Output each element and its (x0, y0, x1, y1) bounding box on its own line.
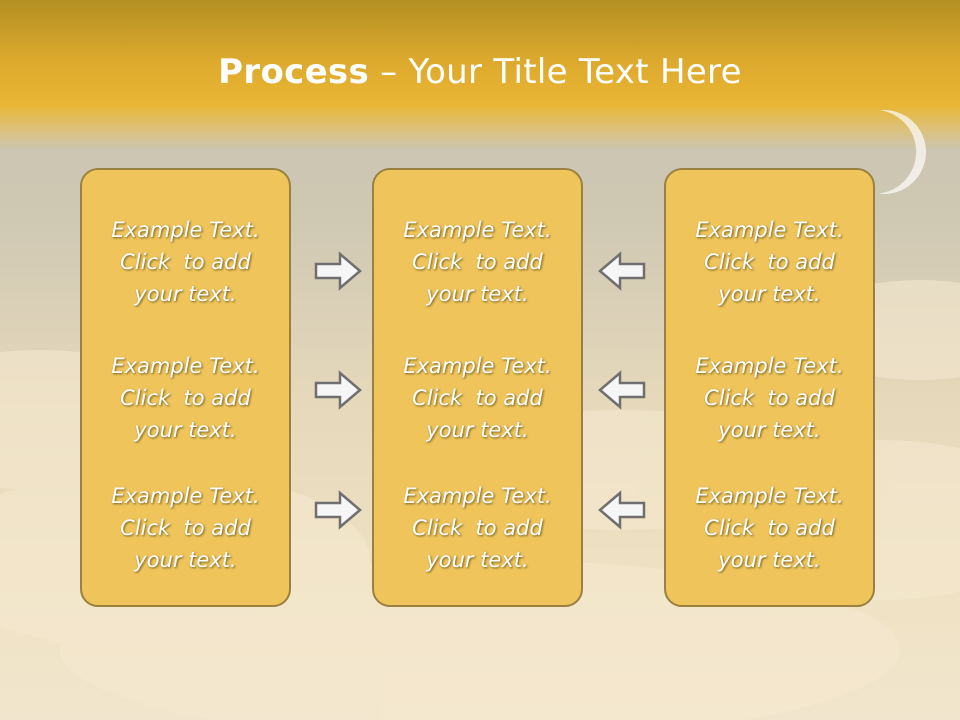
text-line: Click to add (412, 516, 543, 540)
text-line: Click to add (412, 386, 543, 410)
text-line: Example Text. (403, 354, 552, 378)
text-line: Example Text. (111, 484, 260, 508)
text-placeholder[interactable]: Example Text. Click to add your text. (82, 214, 289, 310)
process-box-center[interactable]: Example Text. Click to add your text. Ex… (372, 168, 583, 607)
arrow-left-icon[interactable] (598, 251, 646, 291)
text-line: your text. (718, 548, 821, 572)
text-line: your text. (718, 282, 821, 306)
text-line: Example Text. (111, 354, 260, 378)
slide-title[interactable]: Process – Your Title Text Here (0, 52, 960, 92)
text-placeholder[interactable]: Example Text. Click to add your text. (374, 214, 581, 310)
text-line: your text. (134, 418, 237, 442)
text-placeholder[interactable]: Example Text. Click to add your text. (374, 350, 581, 446)
text-line: Example Text. (695, 218, 844, 242)
text-line: Example Text. (111, 218, 260, 242)
text-placeholder[interactable]: Example Text. Click to add your text. (82, 480, 289, 576)
text-line: your text. (426, 282, 529, 306)
text-line: Click to add (412, 250, 543, 274)
title-rest: – Your Title Text Here (369, 52, 742, 92)
text-line: your text. (134, 282, 237, 306)
text-line: your text. (134, 548, 237, 572)
text-placeholder[interactable]: Example Text. Click to add your text. (82, 350, 289, 446)
arrow-left-icon[interactable] (598, 370, 646, 410)
text-line: your text. (426, 418, 529, 442)
text-placeholder[interactable]: Example Text. Click to add your text. (666, 480, 873, 576)
text-placeholder[interactable]: Example Text. Click to add your text. (666, 350, 873, 446)
text-line: Click to add (704, 516, 835, 540)
arrow-right-icon[interactable] (314, 251, 362, 291)
text-placeholder[interactable]: Example Text. Click to add your text. (666, 214, 873, 310)
title-bold: Process (218, 52, 370, 92)
arrow-right-icon[interactable] (314, 370, 362, 410)
process-box-left[interactable]: Example Text. Click to add your text. Ex… (80, 168, 291, 607)
arrow-left-icon[interactable] (598, 490, 646, 530)
arrow-right-icon[interactable] (314, 490, 362, 530)
text-line: your text. (426, 548, 529, 572)
text-line: Click to add (120, 250, 251, 274)
text-line: Example Text. (695, 484, 844, 508)
title-band (0, 0, 960, 150)
process-box-right[interactable]: Example Text. Click to add your text. Ex… (664, 168, 875, 607)
text-line: Click to add (120, 516, 251, 540)
text-line: your text. (718, 418, 821, 442)
text-line: Click to add (120, 386, 251, 410)
text-placeholder[interactable]: Example Text. Click to add your text. (374, 480, 581, 576)
text-line: Click to add (704, 386, 835, 410)
text-line: Example Text. (403, 218, 552, 242)
text-line: Click to add (704, 250, 835, 274)
text-line: Example Text. (695, 354, 844, 378)
text-line: Example Text. (403, 484, 552, 508)
